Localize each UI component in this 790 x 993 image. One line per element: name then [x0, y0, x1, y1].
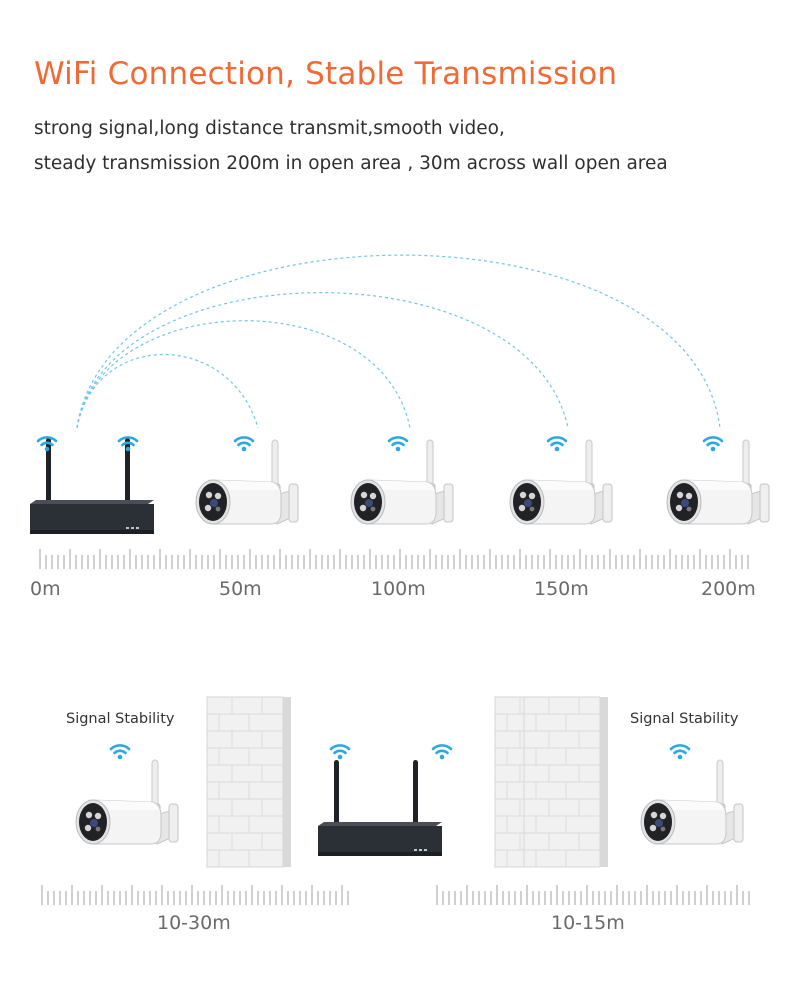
signal-arc-100m — [76, 320, 411, 429]
signal-arc-50m — [76, 354, 259, 429]
camera-150m — [509, 436, 613, 525]
distance-ruler — [39, 549, 749, 569]
right-walls — [494, 696, 609, 868]
ruler-icon — [41, 885, 349, 905]
distance-label-50m: 50m — [219, 578, 262, 600]
wifi-icon — [669, 744, 691, 761]
wifi-icon — [702, 436, 724, 453]
range-label-right: 10-15m — [551, 912, 625, 934]
distance-label-200m: 200m — [701, 578, 756, 600]
signal-arc-200m — [76, 254, 721, 429]
camera-200m — [666, 436, 770, 525]
left-wall — [206, 696, 292, 868]
wifi-icon — [329, 744, 351, 761]
left-camera — [75, 744, 179, 845]
bullet-camera-icon — [195, 439, 299, 525]
distance-label-0m: 0m — [30, 578, 61, 600]
wifi-icon — [233, 436, 255, 453]
top-nvr — [30, 436, 154, 534]
subtitle-line-2: steady transmission 200m in open area , … — [34, 153, 668, 174]
center-nvr — [318, 744, 453, 856]
bullet-camera-icon — [350, 439, 454, 525]
distance-label-100m: 100m — [371, 578, 426, 600]
range-label-left: 10-30m — [157, 912, 231, 934]
distance-label-150m: 150m — [534, 578, 589, 600]
brick-wall-icon — [206, 696, 292, 868]
camera-50m — [195, 436, 299, 525]
signal-stability-right: Signal Stability — [630, 711, 739, 727]
page-title: WiFi Connection, Stable Transmission — [34, 56, 618, 92]
brick-wall-icon — [523, 696, 609, 868]
wifi-icon — [387, 436, 409, 453]
right-camera — [640, 744, 744, 845]
wifi-icon — [546, 436, 568, 453]
bullet-camera-icon — [75, 759, 179, 845]
signal-stability-left: Signal Stability — [66, 711, 175, 727]
subtitle-line-1: strong signal,long distance transmit,smo… — [34, 118, 505, 139]
signal-arcs — [76, 254, 721, 429]
nvr-recorder-icon — [318, 760, 442, 856]
nvr-recorder-icon — [30, 438, 154, 534]
bullet-camera-icon — [666, 439, 770, 525]
signal-arc-150m — [76, 292, 569, 429]
wifi-icon — [109, 744, 131, 761]
ruler-icon — [436, 885, 750, 905]
camera-100m — [350, 436, 454, 525]
bullet-camera-icon — [509, 439, 613, 525]
wifi-icon — [431, 744, 453, 761]
bullet-camera-icon — [640, 759, 744, 845]
